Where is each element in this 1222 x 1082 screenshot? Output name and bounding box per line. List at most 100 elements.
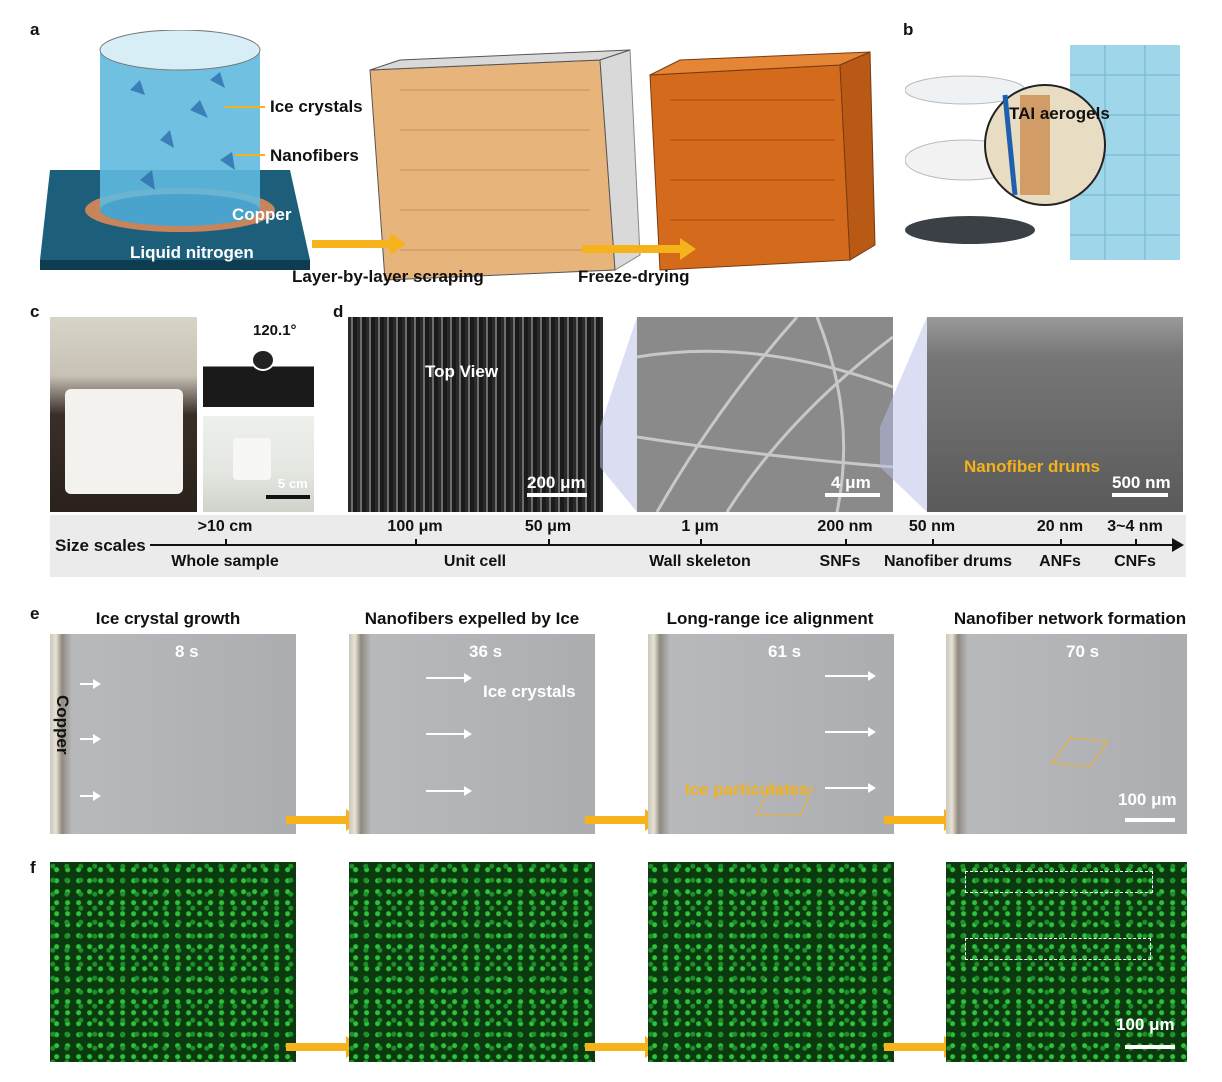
label-d-scale2: 4 μm bbox=[831, 473, 871, 492]
sem-nanofiber-drums bbox=[927, 317, 1183, 512]
panel-e-title: Nanofibers expelled by Ice bbox=[364, 609, 580, 628]
beaker bbox=[100, 50, 260, 210]
photo-small-sample bbox=[203, 416, 314, 512]
label-e-copper: Copper bbox=[53, 695, 72, 755]
white-arrow bbox=[80, 734, 101, 744]
size-scale-tick-mark bbox=[1060, 539, 1062, 545]
panel-e-title: Long-range ice alignment bbox=[666, 609, 874, 628]
size-scale-arrowhead bbox=[1172, 538, 1184, 552]
zoom-connectors bbox=[600, 317, 927, 512]
size-scale-bar bbox=[50, 515, 1186, 577]
panel-label-a: a bbox=[30, 20, 40, 39]
fluorescence-3 bbox=[648, 862, 894, 1062]
micrograph-ice-2 bbox=[349, 634, 595, 834]
size-scale-tick-mark bbox=[932, 539, 934, 545]
panel-e-time: 70 s bbox=[1066, 642, 1100, 661]
panel-e-time: 36 s bbox=[469, 642, 503, 661]
fluorescence-1 bbox=[50, 862, 296, 1062]
label-step-freeze: Freeze-drying bbox=[578, 267, 690, 286]
dashed-box-1 bbox=[965, 871, 1153, 893]
size-scale-tick-label: 3~4 nm bbox=[1107, 518, 1163, 535]
label-d-scale1: 200 μm bbox=[527, 473, 586, 492]
micrograph-ice-1 bbox=[50, 634, 296, 834]
white-arrow bbox=[426, 786, 472, 796]
label-step-scraping: Layer-by-layer scraping bbox=[292, 267, 484, 286]
size-scale-name: Whole sample bbox=[171, 553, 279, 570]
label-liquid-nitrogen: Liquid nitrogen bbox=[130, 243, 254, 262]
scalebar-f bbox=[1125, 1045, 1175, 1049]
panel-e-time: 61 s bbox=[768, 642, 802, 661]
size-scale-tick-label: 100 μm bbox=[387, 518, 443, 535]
arrow-e bbox=[286, 809, 362, 831]
panel-label-c: c bbox=[30, 302, 40, 321]
white-arrow bbox=[825, 671, 876, 681]
size-scale-name: Unit cell bbox=[443, 553, 507, 570]
label-copper: Copper bbox=[232, 205, 292, 224]
white-arrow bbox=[825, 727, 876, 737]
white-arrow bbox=[825, 783, 876, 793]
label-top-view: Top View bbox=[425, 362, 499, 381]
label-f-scale: 100 μm bbox=[1116, 1015, 1175, 1034]
label-d-scale3: 500 nm bbox=[1112, 473, 1171, 492]
size-scale-tick-mark bbox=[845, 539, 847, 545]
size-scale-tick-mark bbox=[1135, 539, 1137, 545]
panel-label-f: f bbox=[30, 858, 36, 877]
panel-e-title: Nanofiber network formation bbox=[953, 609, 1187, 628]
arrow-e bbox=[585, 809, 661, 831]
label-tai-aerogels: TAI aerogels bbox=[1009, 104, 1110, 123]
panel-e-time: 8 s bbox=[175, 642, 199, 661]
fluorescence-4 bbox=[946, 862, 1187, 1062]
white-arrow bbox=[80, 679, 101, 689]
white-arrow bbox=[426, 673, 472, 683]
arrow-f bbox=[884, 1036, 960, 1058]
size-scale-name: Wall skeleton bbox=[649, 553, 751, 570]
outline-particulate-2 bbox=[1050, 737, 1110, 768]
panel-e-title: Ice crystal growth bbox=[95, 609, 241, 628]
panel-a-illustration bbox=[40, 30, 876, 281]
white-arrow bbox=[80, 791, 101, 801]
label-c-scale: 5 cm bbox=[278, 476, 308, 491]
sem-wall-skeleton bbox=[637, 317, 893, 512]
arrow-e bbox=[884, 809, 960, 831]
label-e-ice-crystals: Ice crystals bbox=[483, 682, 576, 701]
size-scale-tick-label: 20 nm bbox=[1036, 518, 1084, 535]
arrow-f bbox=[286, 1036, 362, 1058]
label-nanofiber-drums: Nanofiber drums bbox=[964, 457, 1101, 476]
submarine bbox=[905, 216, 1035, 244]
arrow-a1 bbox=[312, 233, 406, 255]
scalebar-c bbox=[266, 495, 310, 499]
size-scale-name: Nanofiber drums bbox=[883, 553, 1013, 570]
label-contact-angle: 120.1° bbox=[253, 322, 297, 339]
size-scale-name: CNFs bbox=[1114, 553, 1156, 570]
size-scale-tick-label: 50 nm bbox=[908, 518, 956, 535]
size-scale-tick-mark bbox=[700, 539, 702, 545]
label-nanofibers: Nanofibers bbox=[270, 146, 359, 165]
micrograph-ice-3 bbox=[648, 634, 894, 834]
outline-particulate-1 bbox=[755, 787, 815, 816]
size-scale-axis bbox=[150, 544, 1175, 546]
photo-whole-sample bbox=[50, 317, 197, 512]
fluorescence-2 bbox=[349, 862, 595, 1062]
size-scale-tick-label: 1 μm bbox=[681, 518, 719, 535]
size-scale-tick-mark bbox=[548, 539, 550, 545]
scalebar-d1 bbox=[527, 493, 587, 497]
panel-label-b: b bbox=[903, 20, 914, 39]
sem-unit-cell bbox=[348, 317, 603, 512]
scalebar-e bbox=[1125, 818, 1175, 822]
white-arrow bbox=[426, 729, 472, 739]
panel-b-illustration bbox=[905, 45, 1180, 260]
size-scale-tick-label: >10 cm bbox=[197, 518, 253, 535]
scalebar-d2 bbox=[825, 493, 880, 497]
size-scale-tick-mark bbox=[415, 539, 417, 545]
scalebar-d3 bbox=[1112, 493, 1168, 497]
panel-label-e: e bbox=[30, 604, 40, 623]
panel-label-d: d bbox=[333, 302, 344, 321]
label-ice-crystals: Ice crystals bbox=[270, 97, 363, 116]
size-scale-name: SNFs bbox=[819, 553, 861, 570]
arrow-f bbox=[585, 1036, 661, 1058]
size-scale-tick-mark bbox=[225, 539, 227, 545]
size-scale-tick-label: 200 nm bbox=[817, 518, 873, 535]
size-scale-tick-label: 50 μm bbox=[524, 518, 572, 535]
size-scale-name: ANFs bbox=[1039, 553, 1081, 570]
photo-contact-angle bbox=[203, 317, 314, 407]
